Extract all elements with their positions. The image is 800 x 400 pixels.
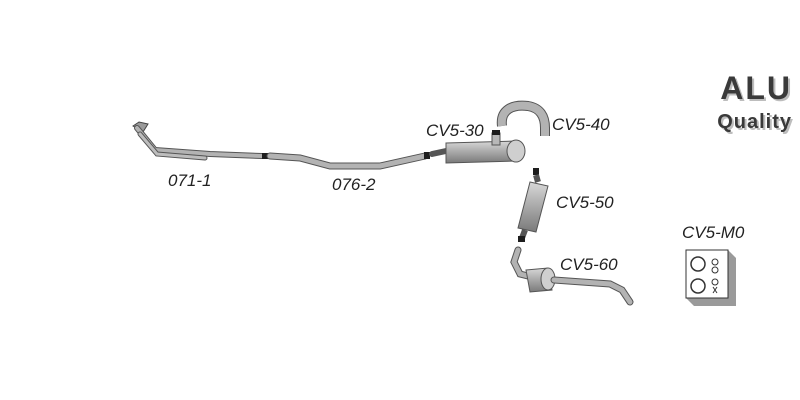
middle-pipe-076-2: [266, 152, 430, 170]
silencer-inlet: [429, 148, 449, 157]
label-cv5-60: CV5-60: [560, 255, 618, 274]
middle-pipe-body: [267, 153, 428, 169]
brand-quality: Quality: [717, 111, 792, 133]
joint-cv540-cv550: [533, 168, 539, 175]
joint-cv550-cv560: [518, 236, 525, 242]
rear-inlet-pipe: [511, 247, 531, 279]
joint-cv530-cv540: [492, 130, 500, 135]
front-silencer-end-cap: [506, 139, 526, 163]
bend-pipe-cv5-40: [496, 100, 550, 136]
label-071-1: 071-1: [168, 171, 212, 190]
nut-icon: [711, 266, 719, 274]
front-silencer-cv5-30: [429, 130, 526, 164]
clamp-icon: [690, 256, 706, 272]
rear-silencer-cv5-60: [510, 246, 634, 306]
tailpipe: [551, 277, 633, 305]
front-pipe-secondary: [138, 132, 207, 160]
front-pipe-071-1: [132, 121, 268, 161]
label-cv5-40: CV5-40: [552, 115, 610, 134]
label-cv5-m0: CV5-M0: [682, 223, 745, 242]
label-076-2: 076-2: [332, 175, 376, 194]
middle-silencer-inlet: [533, 174, 541, 183]
bend-pipe-body: [497, 101, 549, 136]
bolt-icon: [712, 286, 718, 294]
clamp-icon: [690, 278, 706, 294]
joint-071-076: [262, 153, 268, 159]
label-cv5-30: CV5-30: [426, 121, 484, 140]
label-cv5-50: CV5-50: [556, 193, 614, 212]
nut-icon: [711, 258, 719, 266]
brand-alu: ALU: [720, 70, 792, 106]
mounting-kit-cv5-m0: [685, 249, 736, 306]
nut-icon: [711, 278, 719, 286]
middle-silencer-cv5-50: [517, 168, 549, 242]
front-silencer-can: [445, 140, 517, 164]
middle-silencer-can: [517, 181, 549, 233]
joint-076-cv530: [424, 152, 430, 159]
